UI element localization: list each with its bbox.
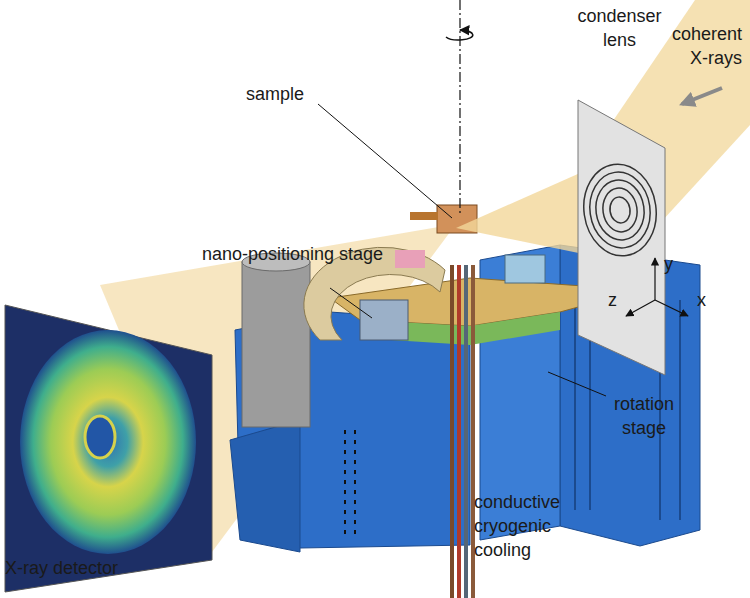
leader-line [318, 104, 452, 218]
beam-direction [682, 88, 722, 104]
leader-line [548, 372, 606, 396]
part-label: coherent X-rays [660, 22, 742, 70]
axis-label: z [608, 288, 628, 312]
cylinder [242, 262, 310, 427]
part-label: condenser lens [572, 4, 667, 52]
detector-panel [5, 305, 212, 592]
leader-line [330, 288, 372, 318]
rotation-axis [459, 0, 460, 215]
base-foot [230, 420, 300, 552]
zone-plate [578, 159, 662, 260]
lens-panel [578, 100, 665, 375]
sample-holder [410, 212, 438, 220]
part-label: nano-positioning stage [200, 242, 385, 266]
stage-part [395, 250, 425, 268]
axis-arrow [654, 258, 655, 300]
cable [457, 265, 461, 598]
zone-ring [608, 196, 631, 225]
part-label: conductive cryogenic cooling [474, 490, 579, 562]
axis-label: x [697, 288, 717, 312]
axis-arrow [655, 300, 688, 316]
part-label: sample [246, 82, 326, 106]
block-ribs [345, 430, 355, 540]
part-label: X-ray detector [5, 556, 145, 580]
part-label: rotation stage [598, 392, 690, 440]
axis-arrow [626, 300, 655, 316]
cable [464, 265, 468, 598]
zone-ring [578, 159, 662, 260]
rotation-arrow [446, 30, 473, 40]
stage-part [360, 300, 408, 340]
diffraction-center [85, 416, 115, 458]
axis-label: y [664, 252, 684, 276]
stage-part [505, 255, 545, 283]
zone-ring [600, 186, 640, 234]
zone-ring [592, 177, 648, 243]
cable [450, 265, 454, 598]
zone-ring [585, 168, 655, 252]
diffraction-pattern [20, 330, 196, 554]
